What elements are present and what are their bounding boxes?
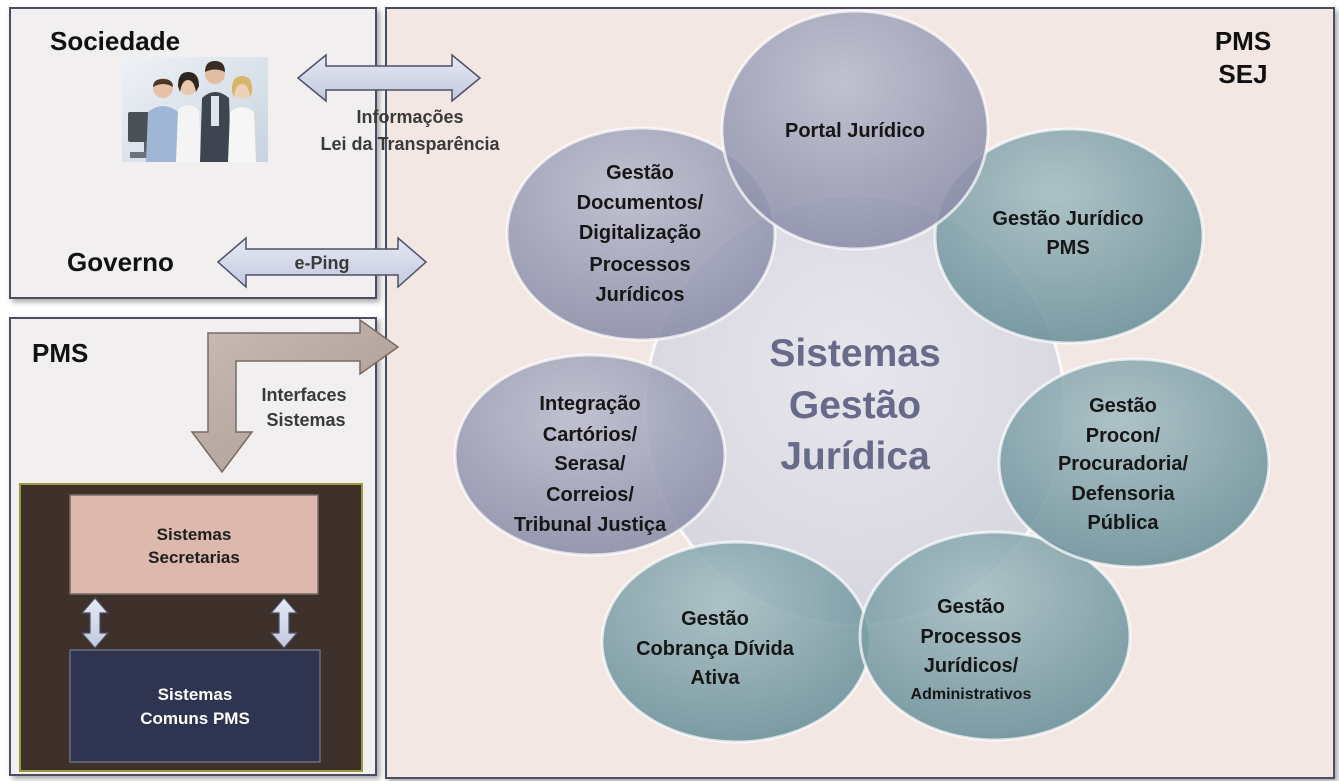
pms-panel: PMS Sistemas Secretarias Sistemas Comuns…	[9, 317, 377, 776]
module-gestao-procon: Gestão Procon/ Procuradoria/ Defensoria …	[1058, 395, 1188, 534]
info-transparency-arrow: Informações Lei da Transparência	[296, 53, 501, 154]
interfaces-arrow: Interfaces Sistemas	[190, 318, 400, 474]
info-arrow-line-2: Lei da Transparência	[320, 134, 500, 154]
module-gestao-documentos: Gestão Documentos/ Digitalização Process…	[577, 162, 704, 306]
module-label: Processos	[920, 626, 1021, 648]
center-line-3: Jurídica	[780, 435, 930, 478]
module-label: Correios/	[546, 484, 634, 506]
module-label: Processos	[589, 254, 690, 276]
module-label: Administrativos	[911, 686, 1032, 703]
sej-panel: PMS SEJ Sistemas Gestão Jurídica Portal …	[385, 7, 1335, 779]
module-label: Jurídicos/	[924, 655, 1019, 677]
interfaces-line-1: Interfaces	[261, 385, 346, 405]
sync-arrow-right-icon	[269, 597, 299, 649]
governo-label: Governo	[67, 247, 174, 277]
sync-arrow-left-icon	[80, 597, 110, 649]
secretarias-line-1: Sistemas	[157, 525, 232, 544]
comuns-line-1: Sistemas	[158, 685, 233, 704]
module-label: Portal Jurídico	[785, 120, 925, 142]
module-circle-processos	[858, 530, 1132, 742]
module-label: Gestão	[606, 162, 674, 184]
module-label: Documentos/	[577, 192, 704, 214]
module-label: Gestão	[1089, 395, 1157, 417]
society-title: Sociedade	[50, 26, 180, 56]
secretarias-line-2: Secretarias	[148, 548, 240, 567]
module-gestao-processos: Gestão Processos Jurídicos/ Administrati…	[911, 596, 1032, 703]
module-label: Cobrança Dívida	[636, 638, 795, 660]
center-line-1: Sistemas	[769, 332, 940, 375]
bent-arrow-icon	[190, 318, 400, 474]
module-label: Tribunal Justiça	[514, 514, 667, 536]
module-label: Procon/	[1086, 425, 1161, 447]
comuns-line-2: Comuns PMS	[140, 709, 250, 728]
eping-label: e-Ping	[294, 253, 349, 273]
module-label: Cartórios/	[543, 424, 638, 446]
module-circle-juridico-pms	[933, 127, 1205, 345]
module-label: Gestão	[937, 596, 1005, 618]
people-photo	[122, 57, 268, 162]
module-label: Serasa/	[554, 453, 626, 475]
sej-title-line-1: PMS	[1215, 26, 1271, 56]
module-label: Pública	[1087, 512, 1159, 534]
module-label: Digitalização	[579, 222, 701, 244]
module-gestao-cobranca: Gestão Cobrança Dívida Ativa	[636, 608, 795, 689]
double-arrow-icon	[216, 236, 428, 289]
comuns-box: Sistemas Comuns PMS	[69, 649, 321, 763]
double-arrow-icon	[296, 53, 482, 103]
info-arrow-line-1: Informações	[356, 107, 463, 127]
module-circle-integracao	[453, 353, 727, 557]
eping-arrow: e-Ping	[216, 236, 428, 289]
module-label: Ativa	[691, 667, 741, 689]
module-label: Jurídicos	[596, 284, 685, 306]
module-label: Gestão	[681, 608, 749, 630]
center-title: Sistemas Gestão Jurídica	[769, 332, 940, 478]
module-label: PMS	[1046, 237, 1089, 259]
module-portal-juridico: Portal Jurídico	[785, 120, 925, 142]
module-circle-procon	[997, 357, 1271, 569]
secretarias-box: Sistemas Secretarias	[69, 494, 319, 595]
center-line-2: Gestão	[789, 384, 921, 427]
sej-title-line-2: SEJ	[1218, 59, 1267, 89]
pms-panel-title: PMS	[32, 338, 88, 368]
module-label: Defensoria	[1071, 483, 1175, 505]
module-label: Procuradoria/	[1058, 453, 1188, 475]
module-integracao: Integração Cartórios/ Serasa/ Correios/ …	[514, 393, 667, 536]
society-panel: Sociedade Governo	[9, 7, 377, 299]
module-label: Integração	[539, 393, 640, 415]
module-circle-portal	[720, 9, 990, 251]
module-circle-documentos	[505, 126, 777, 342]
module-gestao-juridico-pms: Gestão Jurídico PMS	[992, 208, 1143, 259]
module-label: Gestão Jurídico	[992, 208, 1143, 230]
interfaces-line-2: Sistemas	[266, 410, 345, 430]
